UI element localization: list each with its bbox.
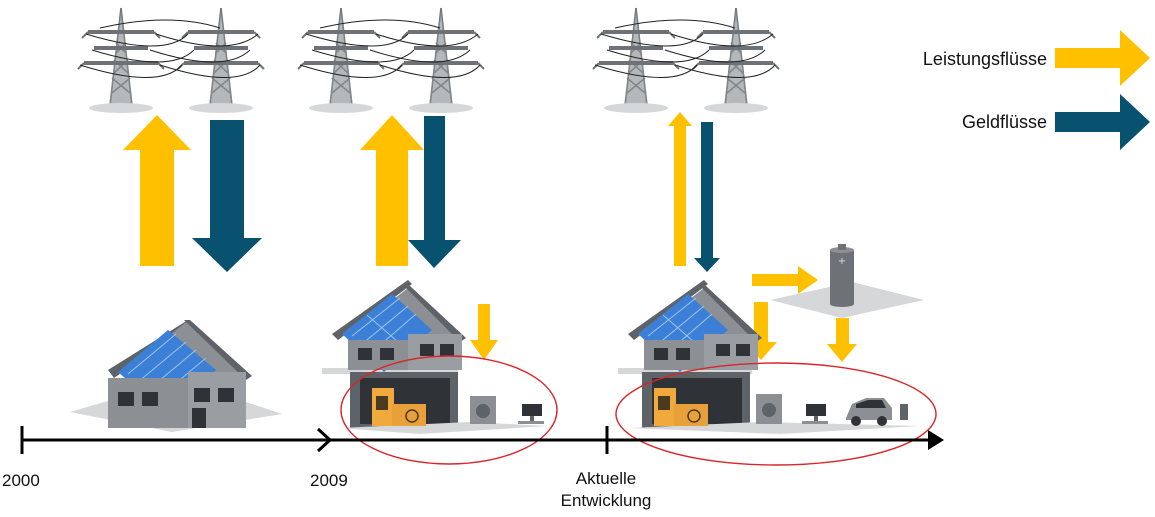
money-flow-arrow-down: [694, 122, 720, 272]
consumption-highlight-ellipse: [615, 362, 937, 466]
power-flow-arrow-up: [360, 115, 424, 266]
battery-discharge-arrow: [827, 318, 857, 362]
washing-machine-icon: [756, 394, 782, 424]
self-consumption-arrow: [470, 304, 498, 360]
legend-money-label: Geldflüsse: [961, 112, 1047, 132]
power-flow-arrow-up: [668, 112, 692, 266]
washing-machine-icon: [470, 396, 496, 424]
heat-pump-icon: [372, 388, 426, 426]
battery-charge-arrow: [752, 266, 818, 294]
svg-text:+: +: [838, 256, 846, 267]
electric-car-icon: [846, 398, 908, 426]
timeline-label-current-line2: Entwicklung: [560, 491, 652, 510]
heat-pump-icon: [654, 388, 708, 426]
battery-icon: +: [770, 244, 924, 318]
consumption-highlight-ellipse: [340, 355, 558, 465]
solar-panel-icon: [332, 280, 466, 372]
timeline-label-2000: 2000: [2, 471, 40, 490]
timeline-label-2009: 2009: [310, 471, 348, 490]
stage-2009-flows: [360, 115, 498, 360]
power-pylon-icon: [593, 8, 779, 113]
legend-money-arrow-icon: [1055, 94, 1150, 150]
computer-icon: [802, 404, 828, 424]
timeline-label-current-line1: Aktuelle: [575, 469, 637, 488]
power-flow-arrow-up: [123, 115, 191, 266]
power-pylon-icon: [78, 8, 264, 113]
house-icon: [70, 320, 282, 432]
legend-power-label: Leistungsflüsse: [922, 49, 1047, 69]
stage-2000-flows: [123, 115, 262, 272]
solar-panel-icon: [628, 280, 762, 372]
money-flow-arrow-down: [192, 120, 262, 272]
legend-power-arrow-icon: [1055, 30, 1150, 86]
power-pylon-icon: [298, 8, 484, 113]
money-flow-arrow-down: [408, 116, 461, 268]
timeline-axis: [20, 426, 944, 454]
timeline-label-current: Aktuelle Entwicklung: [540, 468, 672, 512]
computer-icon: [518, 404, 544, 424]
